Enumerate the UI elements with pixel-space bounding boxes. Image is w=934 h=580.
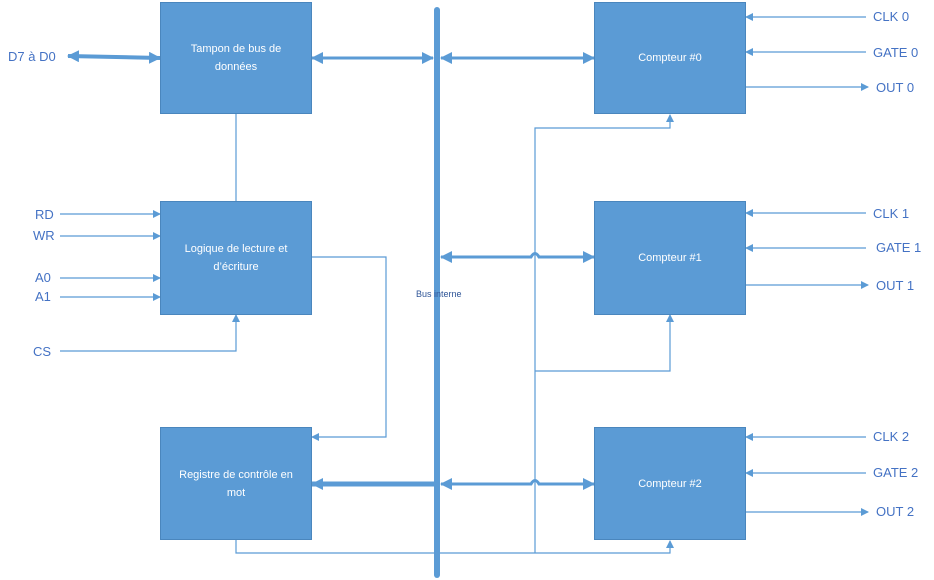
- clk2-label: CLK 2: [873, 429, 910, 444]
- out2-label: OUT 2: [876, 504, 915, 519]
- counter-2-block: Compteur #2: [594, 427, 746, 540]
- counter-0-block: Compteur #0: [594, 2, 746, 114]
- logic-register-arrow: [311, 256, 387, 441]
- clk1-label: CLK 1: [873, 206, 910, 221]
- cs-arrow: [60, 314, 240, 352]
- control-word-register-label: Registre de contrôle en mot: [179, 468, 293, 499]
- data-bus-buffer-label: Tampon de bus de données: [190, 43, 282, 73]
- a1-label: A1: [35, 289, 51, 304]
- cs-label: CS: [33, 344, 52, 359]
- bus-counter1-arrow: [440, 251, 595, 263]
- data-lines-label: D7 à D0: [8, 49, 56, 64]
- internal-bus-label: Bus interne: [416, 289, 462, 299]
- counter-1-block: Compteur #1: [594, 201, 746, 315]
- counter-2-label: Compteur #2: [638, 477, 702, 490]
- out0-label: OUT 0: [876, 80, 915, 95]
- counter-0-label: Compteur #0: [638, 52, 702, 64]
- register-counter-bus-line: [534, 114, 674, 553]
- wr-label: WR: [33, 228, 55, 243]
- control-word-register-block: Registre de contrôle en mot: [160, 427, 312, 540]
- read-write-logic-block: Logique de lecture et d’écriture: [160, 201, 312, 315]
- a0-label: A0: [35, 270, 51, 285]
- register-counter2-line: [235, 540, 674, 554]
- register-counter1-line: [535, 314, 674, 372]
- out1-label: OUT 1: [876, 278, 915, 293]
- gate2-label: GATE 2: [873, 465, 919, 480]
- read-write-logic-label: Logique de lecture et d’écriture: [184, 243, 288, 273]
- counter-1-label: Compteur #1: [638, 252, 702, 264]
- data-lines-arrow: [67, 50, 161, 64]
- data-bus-buffer-block: Tampon de bus de données: [160, 2, 312, 114]
- gate1-label: GATE 1: [876, 240, 922, 255]
- bus-counter2-arrow: [440, 478, 595, 490]
- rd-label: RD: [35, 207, 54, 222]
- gate0-label: GATE 0: [873, 45, 919, 60]
- clk0-label: CLK 0: [873, 9, 910, 24]
